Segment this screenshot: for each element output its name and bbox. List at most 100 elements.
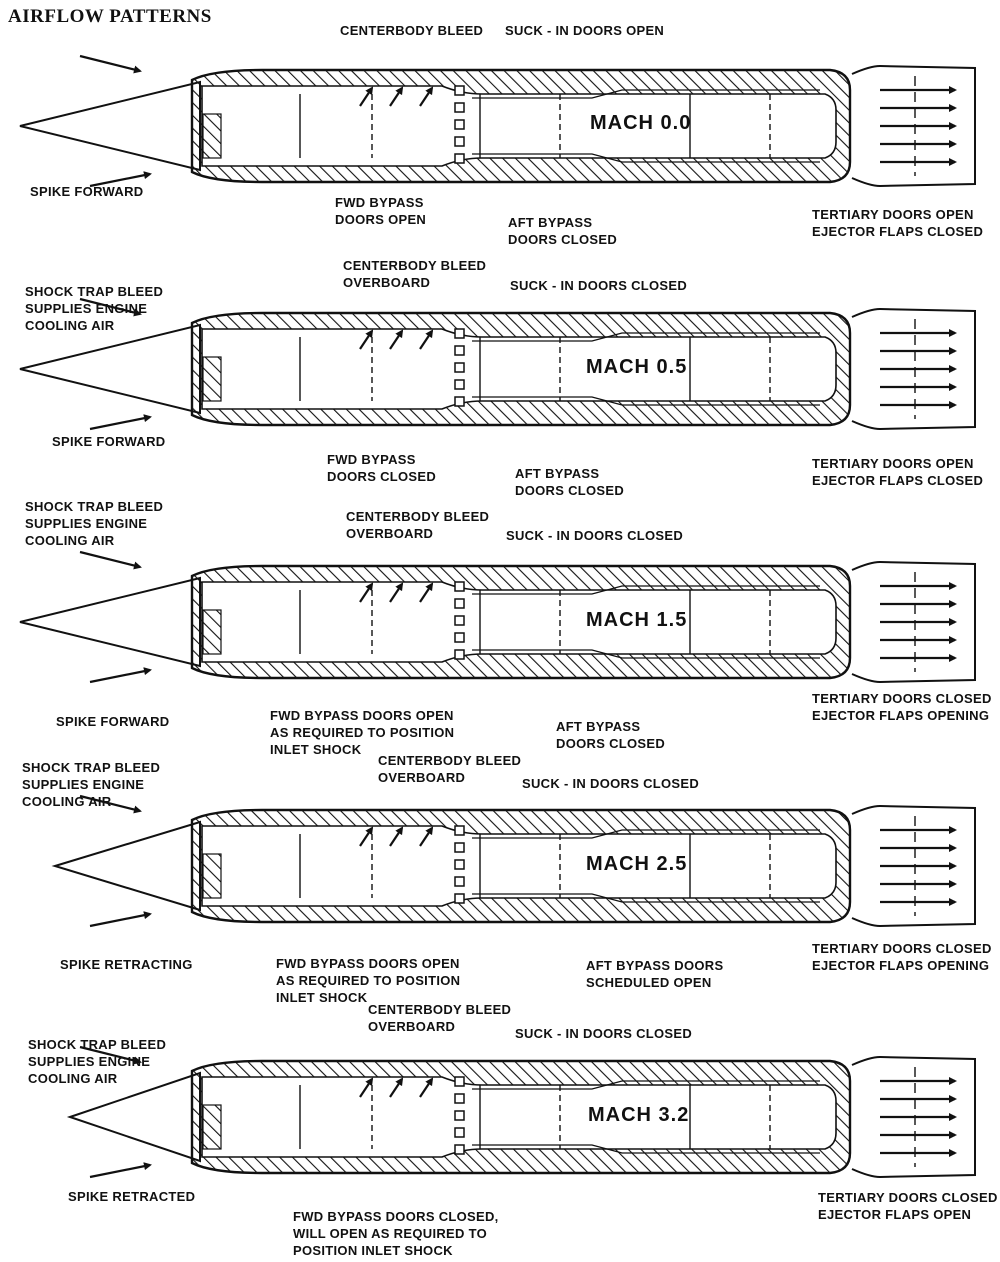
inlet-flow-arrow [89,911,152,928]
centerbody-bleed-label-line: CENTERBODY BLEED [368,1002,512,1017]
page-title: AIRFLOW PATTERNS [8,6,212,27]
aft-bypass-door [454,328,465,339]
mach-label: MACH 0.5 [586,356,688,378]
aft-bypass-door [454,649,465,660]
case-line [472,829,820,839]
fwd-bypass-label-line: FWD BYPASS [335,195,424,210]
aft-bypass-door [454,1144,465,1155]
aft-bypass-door [454,119,465,130]
aft-bypass-door [454,345,465,356]
centerbody-bleed-arrow [419,86,434,107]
case-line [472,1144,820,1154]
suck-in-doors-label: SUCK - IN DOORS CLOSED [515,1026,693,1041]
aft-bypass-door [454,1127,465,1138]
engine-panel-0 [19,54,976,188]
spike-label: SPIKE FORWARD [52,434,166,449]
fwd-bypass-label: FWD BYPASS DOORS OPEN [335,194,426,228]
engine-panel-2 [19,550,976,684]
inlet-flow-arrow [79,54,142,74]
centerbody-bleed-label-line: OVERBOARD [378,770,466,785]
aft-bypass-door [454,859,465,870]
fwd-bypass-label-line: WILL OPEN AS REQUIRED TO [293,1226,488,1241]
centerbody-bleed-label: CENTERBODY BLEED [340,22,483,39]
suck-in-doors-label: SUCK - IN DOORS CLOSED [506,528,684,543]
aft-bypass-door [454,362,465,373]
centerbody-bleed-arrow [359,329,374,350]
centerbody-bleed-arrow [389,826,404,847]
compressor-face [202,609,222,655]
tertiary-doors-label-line: EJECTOR FLAPS OPENING [812,958,990,973]
mach-label: MACH 2.5 [586,853,688,875]
shock-trap-bleed-label-line: COOLING AIR [22,794,112,809]
centerbody-bleed-arrow [419,826,434,847]
spike-label: SPIKE RETRACTING [60,957,193,972]
aft-bypass-door [454,379,465,390]
fwd-bypass-label-line: FWD BYPASS DOORS OPEN [276,956,460,971]
fwd-bypass-label-line: AS REQUIRED TO POSITION [276,973,461,988]
suck-in-doors-label: SUCK - IN DOORS CLOSED [522,776,700,791]
tertiary-doors-label: TERTIARY DOORS OPEN EJECTOR FLAPS CLOSED [812,455,983,489]
inlet-spike [19,576,201,668]
tertiary-doors-label-line: TERTIARY DOORS CLOSED [818,1190,998,1205]
centerbody-bleed-arrow [359,86,374,107]
centerbody-bleed-label-line: CENTERBODY BLEED [343,258,487,273]
inlet-flow-arrow [89,1162,152,1179]
aft-bypass-door [454,136,465,147]
mach-label: MACH 1.5 [586,609,688,631]
case-line [472,396,820,406]
aft-bypass-door [454,615,465,626]
centerbody-bleed-arrow [359,1077,374,1098]
aft-bypass-door [454,153,465,164]
aft-bypass-label-line: AFT BYPASS [515,466,600,481]
shock-trap-bleed-label-line: COOLING AIR [25,533,115,548]
spike-label: SPIKE FORWARD [56,714,170,729]
compressor-face [202,853,222,899]
centerbody-bleed-arrow [419,582,434,603]
tertiary-doors-label-line: EJECTOR FLAPS OPEN [818,1207,972,1222]
inlet-spike [51,820,201,912]
tertiary-doors-label-line: EJECTOR FLAPS CLOSED [812,473,984,488]
fwd-bypass-label-line: FWD BYPASS [327,452,416,467]
compressor-face [202,1104,222,1150]
aft-bypass-door [454,581,465,592]
centerbody-bleed-label-line: CENTERBODY BLEED [340,23,484,38]
case-line [472,89,820,99]
shock-trap-bleed-label-line: SUPPLIES ENGINE [22,777,145,792]
aft-bypass-door [454,85,465,96]
aft-bypass-door [454,876,465,887]
compressor-face [202,356,222,402]
aft-bypass-door [454,1093,465,1104]
fwd-bypass-label-line: DOORS OPEN [335,212,427,227]
fwd-bypass-label-line: FWD BYPASS DOORS OPEN [270,708,454,723]
shock-trap-bleed-label-line: SHOCK TRAP BLEED [25,284,164,299]
centerbody-bleed-arrow [389,582,404,603]
inlet-spike [19,323,201,415]
shock-trap-bleed-label-line: SHOCK TRAP BLEED [28,1037,167,1052]
aft-bypass-door [454,842,465,853]
engine-panel-3 [51,794,976,928]
mach-label: MACH 0.0 [590,112,692,134]
tertiary-doors-label: TERTIARY DOORS CLOSED EJECTOR FLAPS OPEN [818,1189,998,1223]
aft-bypass-label-line: AFT BYPASS [556,719,641,734]
aft-bypass-door [454,396,465,407]
engine-panel-1 [19,297,976,431]
aft-bypass-door [454,598,465,609]
case-line [472,585,820,595]
inlet-flow-arrow [79,1045,142,1065]
tertiary-doors-label-line: TERTIARY DOORS OPEN [812,456,974,471]
fwd-bypass-label-line: FWD BYPASS DOORS CLOSED, [293,1209,499,1224]
fwd-bypass-label: FWD BYPASS DOORS OPEN AS REQUIRED TO POSI… [276,955,460,1006]
